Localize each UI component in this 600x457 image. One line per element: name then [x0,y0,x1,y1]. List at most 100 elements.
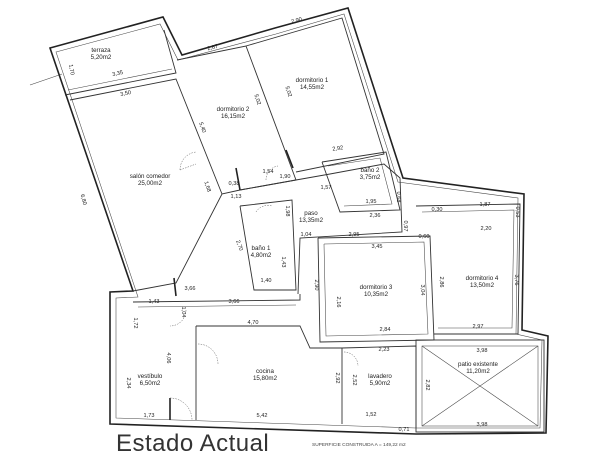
dimension-label: 0,60 [419,234,430,240]
entrance-door [173,277,177,297]
dimension-label: 2,97 [473,324,484,330]
dimension-label: 3,04 [419,285,425,296]
dimension-label: 0,71 [399,427,410,433]
room-area: 5,20m2 [91,54,112,61]
cocina-door-arc [197,343,219,365]
exterior-wall [48,7,549,435]
dimension-label: 0,53 [514,207,520,218]
dormitorio-4-inner [421,209,515,329]
salon-door-arc [179,151,197,171]
dimension-label: 2,36 [370,213,381,219]
dimension-label: 5,40 [197,122,206,134]
salon-door [179,163,197,171]
room-name: dormitorio 3 [360,284,393,291]
vestibulo-door-arc [169,397,193,421]
hall-wall [132,294,301,303]
room-name: terraza [91,47,111,54]
dimension-label: 3,45 [372,244,383,250]
lavadero-wall [341,345,417,428]
room-area: 25,00m2 [138,180,163,187]
bano-2-inner [327,157,393,207]
salon-wall-south [132,193,223,292]
room-dormitorio-2: dormitorio 216,15m2 [217,106,250,120]
room-dormitorio-4: dormitorio 413,50m2 [466,275,499,289]
room-area: 5,90m2 [370,380,391,387]
dimension-label: 1,98 [284,206,290,217]
room-name: dormitorio 1 [296,77,329,84]
room-area: 10,35m2 [364,291,389,298]
dimension-label: 2,86 [438,277,444,288]
dimension-label: 3,98 [477,422,488,428]
dimension-label: 2,92 [334,373,340,384]
dimension-label: 3,35 [112,70,124,78]
room-area: 13,50m2 [470,282,495,289]
dimension-label: 3,66 [229,299,240,305]
room-name: cocina [256,368,274,375]
dimension-label: 2,34 [125,378,131,389]
room-name: dormitorio 2 [217,106,250,113]
room-area: 15,80m2 [253,375,278,382]
room-name: vestíbulo [138,373,163,380]
dimension-label: 6,80 [79,194,88,206]
dimension-label: 0,97 [402,221,408,232]
dimension-label: 2,90 [291,17,303,26]
dimension-label: 2,70 [234,240,243,252]
lavadero-door-arc [343,351,359,367]
room-bano-2: baño 23,75m2 [360,167,381,181]
room-area: 6,50m2 [140,380,161,387]
dimension-label: 1,40 [261,278,272,284]
dimension-label: 2,95 [349,232,360,238]
site-line [29,73,63,86]
dimension-label: 1,13 [231,194,242,200]
dimension-label: 2,82 [424,380,430,391]
dormitorio-1-wall [245,17,385,173]
room-name: lavadero [368,373,392,380]
door-dorm-1 [285,149,294,169]
dimension-label: 4,06 [165,353,171,364]
door-dorm-2 [235,167,241,191]
terraza-wall [64,29,177,96]
dimension-label: 1,04 [180,307,186,318]
room-area: 13,35m2 [299,217,324,224]
dimension-label: 1,52 [366,412,377,418]
dimension-label: 1,87 [480,202,491,208]
dimension-label: 3,76 [513,275,519,286]
dimension-label: 1,90 [280,174,291,180]
dimension-label: 1,43 [280,257,286,268]
paso-door-arc [265,165,279,181]
dimension-label: 2,16 [335,297,341,308]
bano-2-wall [321,151,401,213]
hall-door-arc [169,309,187,327]
terraza-wall-inner [67,68,173,91]
room-name: dormitorio 4 [466,275,499,282]
room-name: paso [304,210,318,217]
room-dormitorio-3: dormitorio 310,35m2 [360,284,393,298]
hall-wall-inner [137,304,297,308]
dimension-label: 5,02 [283,86,292,98]
plan-title: Estado Actual [116,430,270,457]
dimension-label: 3,98 [477,348,488,354]
dimension-label: 2,23 [379,347,390,353]
dimension-label: 1,54 [263,169,274,175]
room-area: 4,80m2 [251,252,272,259]
dimension-label: 5,42 [257,413,268,419]
dimension-label: 1,68 [202,181,211,193]
room-bano-1: baño 14,80m2 [251,245,272,259]
dimension-label: 1,72 [132,318,138,329]
room-area: 16,15m2 [221,113,246,120]
dormitorio-3-inner [323,241,429,337]
dimension-label: 2,90 [313,280,319,291]
patio-wall [415,339,545,433]
salon-wall [69,78,241,195]
dimension-label: 2,20 [481,226,492,232]
dimension-label: 0,30 [432,207,443,213]
dimension-label: 5,02 [252,94,261,106]
dimension-label: 1,95 [366,199,377,205]
